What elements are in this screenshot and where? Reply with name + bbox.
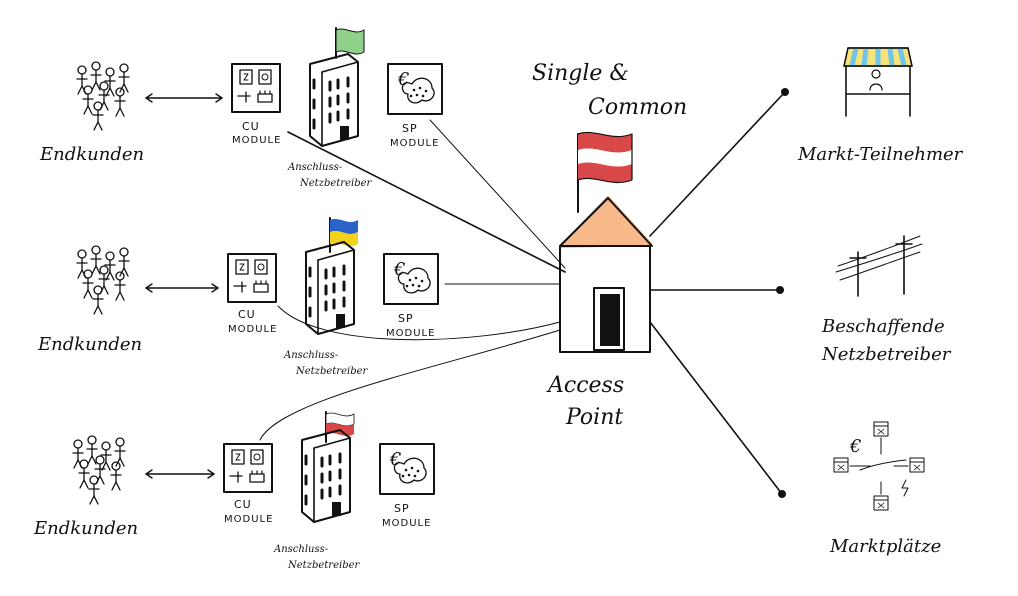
cu-label-line1: CU xyxy=(234,498,252,511)
sp-label-line1: SP xyxy=(402,122,418,135)
operator-line1: Anschluss- xyxy=(283,350,339,361)
operator-line1: Anschluss- xyxy=(287,162,343,173)
sp-label-line1: SP xyxy=(398,312,414,325)
sp-label-line1: SP xyxy=(394,502,410,515)
operator-line2: Netzbetreiber xyxy=(299,178,373,189)
marketplaces-label: Marktplätze xyxy=(829,536,941,557)
cu-module-icon xyxy=(227,253,277,303)
green-flag-icon xyxy=(335,27,365,59)
sp-label-line2: MODULE xyxy=(390,138,439,149)
procuring-line2: Netzbetreiber xyxy=(821,344,952,365)
market-stall-icon xyxy=(843,47,913,117)
cu-module-icon xyxy=(231,63,281,113)
customers-icon xyxy=(77,246,129,314)
power-line-icon xyxy=(835,235,923,297)
row-2: Endkunden CU MODULE € SP MODULE Anschlus… xyxy=(37,217,439,377)
sp-label-line2: MODULE xyxy=(386,328,435,339)
cu-label-line2: MODULE xyxy=(232,135,281,146)
operator-line2: Netzbetreiber xyxy=(295,366,369,377)
customers-label: Endkunden xyxy=(33,518,138,539)
sp-module-icon xyxy=(383,253,439,305)
marketplace-network-icon xyxy=(833,421,925,511)
market-participants-label: Markt-Teilnehmer xyxy=(797,144,964,165)
row-1: Endkunden CU MODULE € SP MODULE Anschlus… xyxy=(39,27,443,189)
row-3: Endkunden CU MODULE € SP MODULE Anschlus… xyxy=(33,411,435,571)
center-title-line2: Common xyxy=(588,95,687,120)
center-title-line1: Single & xyxy=(532,61,629,86)
market-participant: Markt-Teilnehmer xyxy=(797,47,964,165)
customers-label: Endkunden xyxy=(39,144,144,165)
procuring-operator: Beschaffende Netzbetreiber xyxy=(821,235,952,365)
operator-line1: Anschluss- xyxy=(273,544,329,555)
sp-module-icon xyxy=(387,63,443,115)
tower-icon xyxy=(300,428,352,524)
euro-icon: € xyxy=(397,69,409,90)
austria-flag-icon xyxy=(577,131,633,213)
house-icon xyxy=(559,196,653,353)
cu-module-icon xyxy=(223,443,273,493)
cu-label-line1: CU xyxy=(238,308,256,321)
marketplaces: € Marktplätze xyxy=(829,421,941,557)
tower-icon xyxy=(304,240,356,336)
access-label: Access xyxy=(546,373,624,398)
connection-lines xyxy=(259,88,789,498)
euro-icon: € xyxy=(849,436,861,457)
procuring-line1: Beschaffende xyxy=(821,316,945,337)
operator-line2: Netzbetreiber xyxy=(287,560,361,571)
cu-label-line2: MODULE xyxy=(224,514,273,525)
access-point: Single & Common Access Point xyxy=(532,61,687,430)
customers-icon xyxy=(73,436,125,504)
euro-icon: € xyxy=(393,259,405,280)
ukraine-flag-icon xyxy=(329,217,358,253)
point-label: Point xyxy=(565,405,623,430)
tower-icon xyxy=(308,52,360,148)
customers-label: Endkunden xyxy=(37,334,142,355)
customers-icon xyxy=(77,62,129,130)
cu-label-line2: MODULE xyxy=(228,324,277,335)
sp-label-line2: MODULE xyxy=(382,518,431,529)
sp-module-icon xyxy=(379,443,435,495)
cu-label-line1: CU xyxy=(242,120,260,133)
euro-icon: € xyxy=(389,449,401,470)
